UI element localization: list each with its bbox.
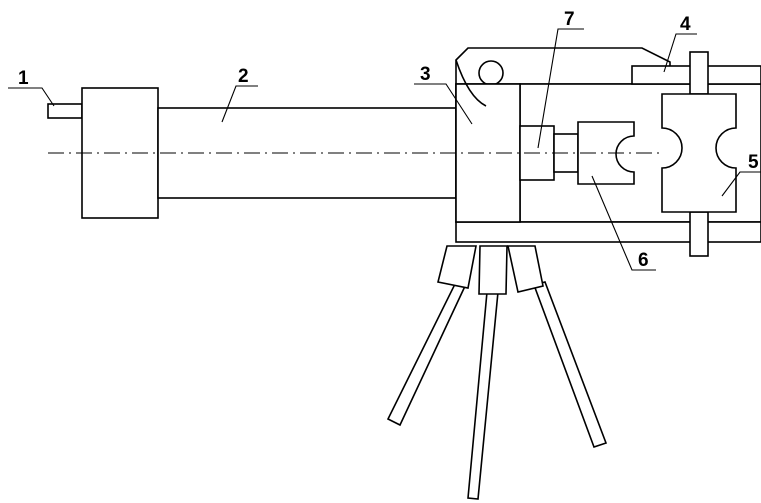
part-6-former <box>577 121 635 185</box>
tripod <box>386 245 608 500</box>
tripod-leg-left <box>386 245 477 427</box>
part-1-plug <box>47 103 83 119</box>
part-5-die-block <box>661 93 737 213</box>
hinge-pin-icon <box>478 60 504 86</box>
label-part-1: 1 <box>18 68 29 89</box>
part-3-head-block <box>455 59 521 223</box>
part-labels: 1 2 3 4 5 6 7 <box>18 9 759 271</box>
leader-lines <box>8 28 761 271</box>
die-pins <box>689 51 709 257</box>
label-part-7: 7 <box>564 9 575 30</box>
label-part-4: 4 <box>680 14 691 35</box>
tripod-leg-center <box>467 245 508 500</box>
label-part-5: 5 <box>748 152 759 173</box>
label-part-2: 2 <box>238 66 249 87</box>
label-part-3: 3 <box>420 64 431 85</box>
label-part-6: 6 <box>638 250 649 271</box>
tripod-leg-right <box>507 245 608 449</box>
